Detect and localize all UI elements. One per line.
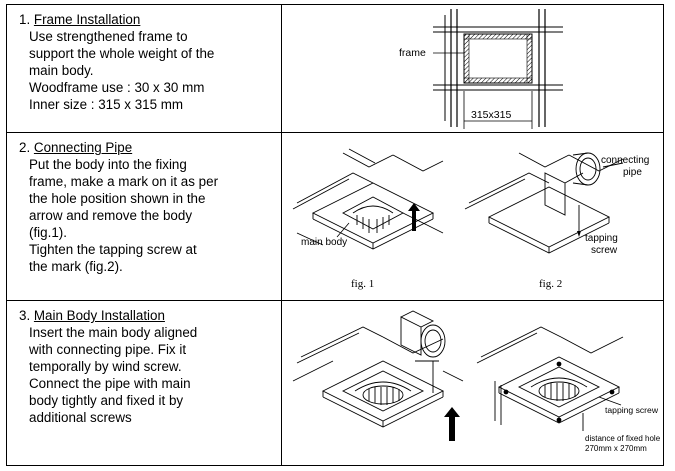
step-frame-installation: 1. Frame Installation Use strengthened f… (7, 5, 663, 133)
step-3-title: Main Body Installation (33, 308, 165, 323)
step-3-line: Connect the pipe with main (29, 376, 191, 391)
screw-label: screw (591, 245, 618, 256)
step-2-line: Put the body into the fixing (29, 157, 187, 172)
step-connecting-pipe: 2. Connecting Pipe Put the body into the… (7, 133, 663, 301)
tapping-label: tapping (585, 233, 618, 244)
step-3-heading: 3. Main Body Installation (19, 308, 165, 323)
fig-2-caption: fig. 2 (539, 278, 562, 290)
installation-instructions-table: 1. Frame Installation Use strengthened f… (6, 4, 664, 466)
fig-1-caption: fig. 1 (351, 278, 374, 290)
step-2-line: (fig.1). (29, 225, 67, 240)
connecting-label: connecting (601, 155, 649, 166)
step-2-title: Connecting Pipe (33, 140, 133, 155)
step-2-text: 2. Connecting Pipe Put the body into the… (19, 139, 275, 275)
step-1-line: Inner size : 315 x 315 mm (29, 97, 184, 112)
step-1-line: main body. (29, 63, 94, 78)
tapping-screw-label: tapping screw (605, 405, 659, 415)
frame-label: frame (399, 47, 426, 59)
step-main-body-installation: 3. Main Body Installation Insert the mai… (7, 301, 663, 465)
connecting-pipe-diagram: main body fig. 1 (283, 133, 663, 300)
step-2-heading: 2. Connecting Pipe (19, 140, 133, 155)
step-2-line: Tighten the tapping screw at (29, 242, 197, 257)
step-2-line: the mark (fig.2). (29, 259, 123, 274)
step-3-line: with connecting pipe. Fix it (29, 342, 187, 357)
main-body-label: main body (301, 237, 347, 248)
step-2-line: frame, make a mark on it as per (29, 174, 219, 189)
step-3-text: 3. Main Body Installation Insert the mai… (19, 307, 275, 426)
step-3-line: temporally by wind screw. (29, 359, 182, 374)
step-3-line: additional screws (29, 410, 132, 425)
step-2-line: the hole position shown in the (29, 191, 206, 206)
step-3-line: body tightly and fixed it by (29, 393, 184, 408)
main-body-diagram: tapping screw distance of fixed hole 270… (283, 301, 663, 465)
step-1-line: Woodframe use : 30 x 30 mm (29, 80, 205, 95)
step-1-title: Frame Installation (33, 12, 141, 27)
step-1-heading: 1. Frame Installation (19, 12, 141, 27)
step-1-line: support the whole weight of the (29, 46, 215, 61)
step-2-line: arrow and remove the body (29, 208, 193, 223)
step-1-text: 1. Frame Installation Use strengthened f… (19, 11, 275, 113)
distance-label-line2: 270mm x 270mm (585, 444, 647, 453)
step-3-line: Insert the main body aligned (29, 325, 198, 340)
frame-diagram: frame 315x315 (283, 5, 663, 132)
distance-label-line1: distance of fixed hole (585, 434, 661, 443)
step-1-line: Use strengthened frame to (29, 29, 188, 44)
pipe-label: pipe (623, 167, 642, 178)
dimension-label: 315x315 (471, 109, 511, 121)
